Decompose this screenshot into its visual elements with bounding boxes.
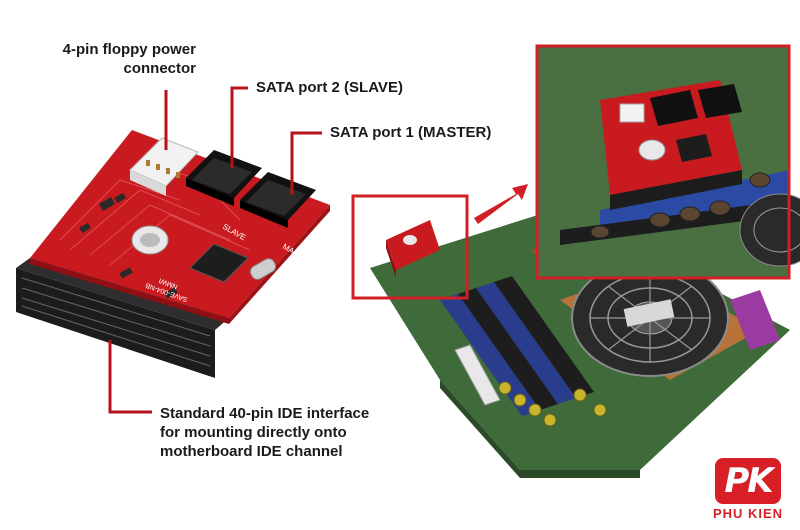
ide-interface-callout: Standard 40-pin IDE interface for mounti… bbox=[160, 404, 369, 461]
callout-lines bbox=[108, 86, 322, 414]
ide-callout-line-2: for mounting directly onto bbox=[160, 424, 347, 441]
highlight-box-large bbox=[535, 44, 791, 280]
controller-chip bbox=[189, 243, 249, 283]
crystal-oscillator bbox=[249, 258, 277, 280]
highlight-box-small bbox=[351, 194, 469, 300]
sata2-callout-line bbox=[230, 86, 248, 168]
floppy-connector-callout: 4-pin floppy power connector bbox=[20, 40, 196, 78]
sata-port-2-callout: SATA port 2 (SLAVE) bbox=[256, 79, 403, 96]
phu-kien-logo: PK PHU KIEN bbox=[698, 458, 798, 528]
ide-callout-line-3: motherboard IDE channel bbox=[160, 443, 343, 460]
ide-pin-header bbox=[16, 268, 215, 378]
atx-power-connector bbox=[454, 344, 501, 406]
cpu-fan bbox=[571, 259, 729, 377]
sata1-callout-line bbox=[290, 131, 322, 195]
zoom-arrow bbox=[474, 184, 528, 224]
adapter-installed bbox=[386, 220, 440, 278]
zoom-inset bbox=[537, 46, 800, 278]
logo-mark: PK bbox=[715, 458, 781, 504]
logo-text: PHU KIEN bbox=[712, 506, 784, 521]
ide-pin-rows bbox=[21, 277, 211, 367]
sata-port-1-callout: SATA port 1 (MASTER) bbox=[330, 124, 492, 141]
adapter-board: SLAVE MASTER SAVE-004-NB NMWI bbox=[16, 130, 330, 378]
parallel-port bbox=[730, 290, 780, 350]
smd-components bbox=[79, 192, 178, 299]
floppy-callout-text: 4-pin floppy power connector bbox=[62, 41, 196, 77]
sata-port-2 bbox=[186, 150, 262, 206]
floppy-power-connector bbox=[129, 137, 199, 196]
ide-callout-line bbox=[108, 340, 152, 414]
ram-slots bbox=[440, 276, 594, 416]
ide-callout-line-1: Standard 40-pin IDE interface bbox=[160, 405, 370, 422]
capacitors bbox=[498, 381, 607, 427]
